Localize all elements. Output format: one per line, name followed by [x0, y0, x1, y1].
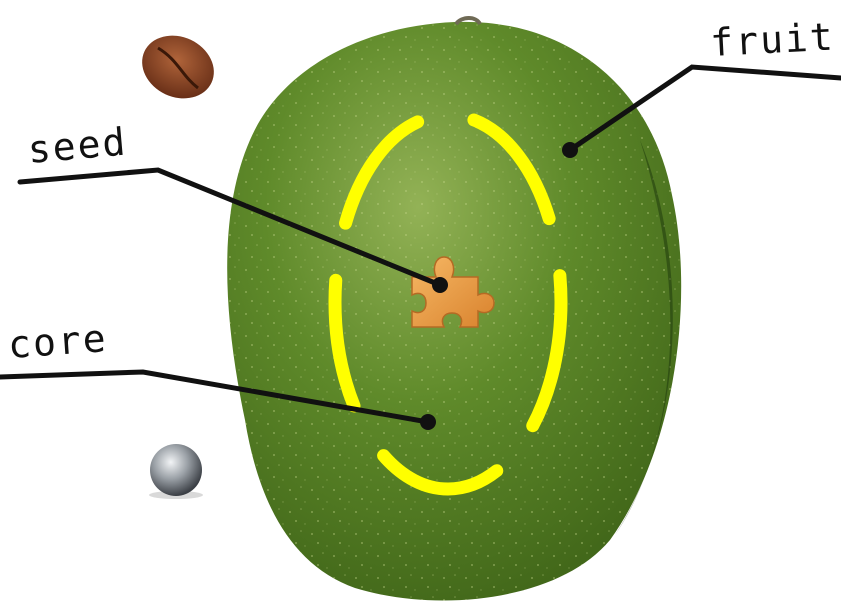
fruit-pointer-dot: [562, 142, 578, 158]
seed-label: seed: [26, 119, 129, 172]
seed-pointer-dot: [432, 277, 448, 293]
core-pointer-dot: [420, 414, 436, 430]
fruit-label: fruit: [709, 15, 836, 65]
coffee-bean-icon: [142, 35, 214, 99]
puzzle-piece-icon: [411, 256, 495, 328]
pearl-ball-icon: [149, 444, 203, 499]
seed-leader-line: [17, 167, 443, 288]
fruit-leader-line: [567, 64, 841, 153]
core-outline: [328, 108, 568, 496]
leader-lines: [0, 64, 841, 425]
core-leader-line: [0, 369, 431, 425]
core-label: core: [7, 316, 109, 367]
